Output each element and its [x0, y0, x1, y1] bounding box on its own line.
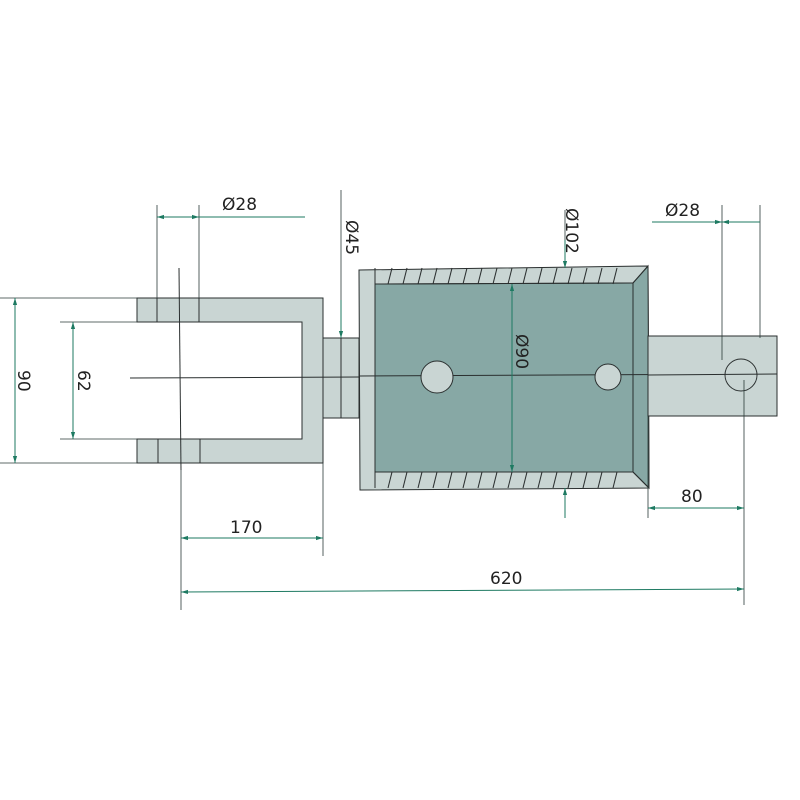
hatch-line: [477, 267, 483, 285]
centerline: [178, 267, 182, 471]
hatch-line: [417, 471, 423, 489]
pin-hole: [594, 363, 622, 391]
hatch-line: [522, 267, 528, 285]
hatch-line: [492, 267, 498, 285]
hatch-line: [462, 267, 468, 285]
dim-clevis-length: 170: [230, 518, 262, 538]
body-edge: [632, 265, 649, 284]
dim-rod-end-length: 80: [681, 487, 703, 507]
hatch-line: [612, 267, 618, 285]
dim-body-outer: Ø102: [561, 208, 581, 254]
hatch-line: [582, 267, 588, 285]
pin-hole: [420, 360, 454, 394]
hatch-line: [432, 267, 438, 285]
body-edge: [632, 471, 650, 489]
hatch-line: [387, 267, 393, 285]
hatch-line: [567, 267, 573, 285]
dim-pin-hole-right: Ø28: [665, 201, 700, 221]
hatch-line: [447, 471, 453, 489]
rod-end: [647, 335, 778, 417]
dim-body-inner: Ø90: [511, 334, 531, 369]
hatch-line: [507, 471, 513, 489]
hatch-line: [537, 471, 543, 489]
hatch-line: [402, 471, 408, 489]
hatch-line: [552, 267, 558, 285]
centerline: [129, 376, 361, 379]
hatch-line: [597, 471, 603, 489]
hatch-line: [552, 471, 558, 489]
hatch-line: [597, 267, 603, 285]
clevis: [136, 297, 324, 464]
dim-shaft-diameter: Ø45: [341, 220, 361, 255]
hatch-line: [582, 471, 588, 489]
hatch-line: [612, 471, 618, 489]
hatch-line: [507, 267, 513, 285]
hatch-line: [492, 471, 498, 489]
hatch-line: [432, 471, 438, 489]
hatch-line: [387, 471, 393, 489]
dim-clevis-outer: 90: [13, 370, 33, 392]
hatch-line: [567, 471, 573, 489]
hatch-line: [447, 267, 453, 285]
dim-clevis-gap: 62: [73, 370, 93, 392]
dim-pin-hole-left: Ø28: [222, 195, 257, 215]
hatch-line: [537, 267, 543, 285]
hatch-line: [522, 471, 528, 489]
hatch-line: [417, 267, 423, 285]
hatch-line: [477, 471, 483, 489]
body-edge: [374, 282, 634, 285]
hatch-line: [402, 267, 408, 285]
hatch-line: [462, 471, 468, 489]
dim-overall-length: 620: [490, 569, 522, 589]
